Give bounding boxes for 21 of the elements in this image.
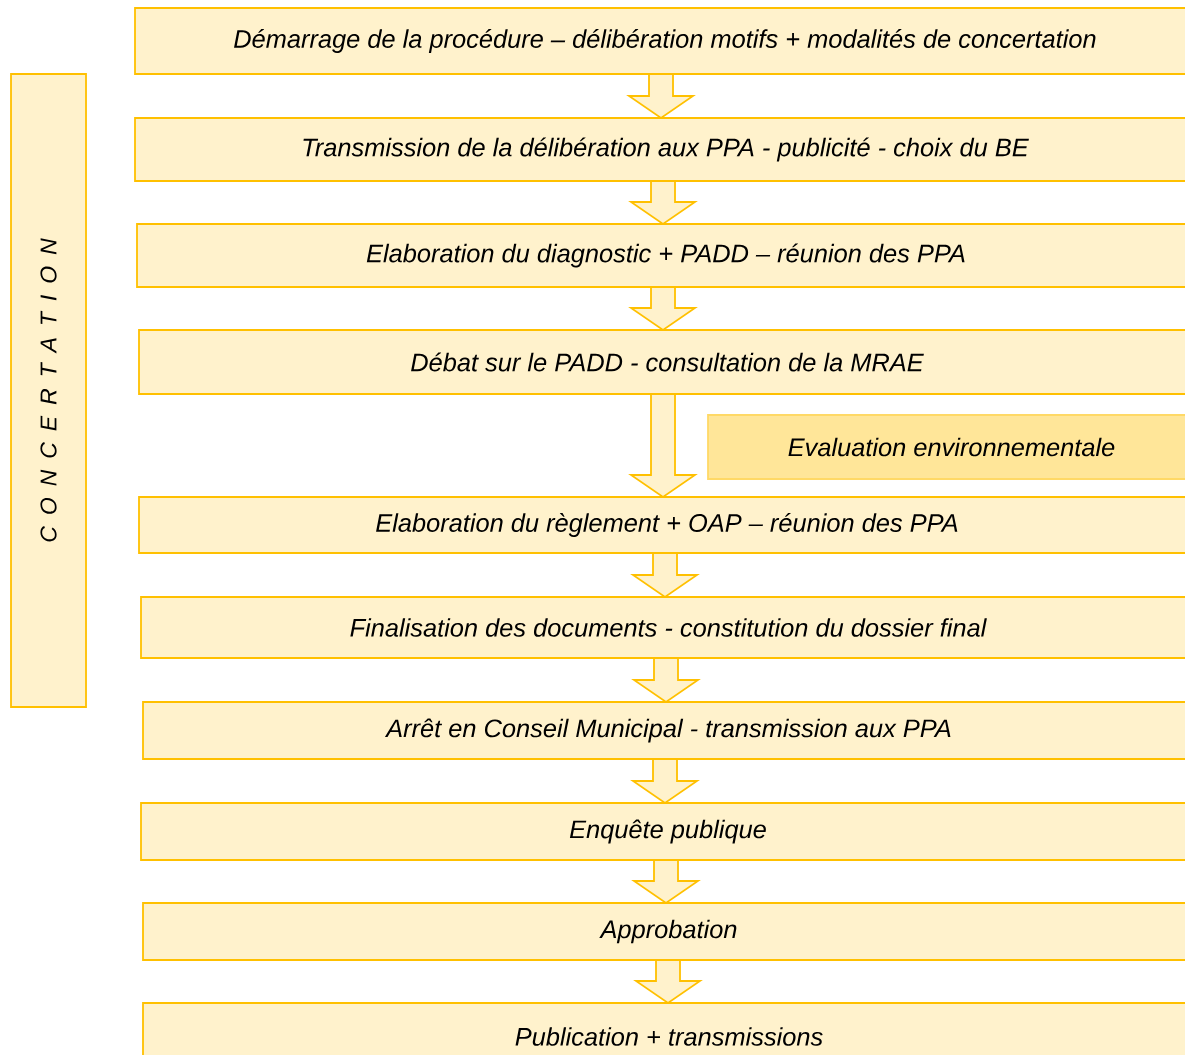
process-box: Approbation — [142, 902, 1185, 961]
process-box: Enquête publique — [140, 802, 1185, 861]
block-arrow — [628, 393, 698, 499]
process-box: Publication + transmissions — [142, 1002, 1185, 1055]
process-box: Débat sur le PADD - consultation de la MRAE — [138, 329, 1185, 395]
process-box: Evaluation environnementale — [707, 414, 1185, 480]
process-box: Elaboration du règlement + OAP – réunion des PPA — [138, 496, 1185, 554]
process-box: Elaboration du diagnostic + PADD – réunion des PPA — [136, 223, 1185, 288]
block-arrow — [626, 73, 696, 120]
process-box: Transmission de la délibération aux PPA - publicité - choix du BE — [134, 117, 1185, 182]
process-box: Arrêt en Conseil Municipal - transmission aux PPA — [142, 701, 1185, 760]
block-arrow — [630, 552, 700, 599]
block-arrow — [631, 657, 701, 704]
block-arrow — [631, 859, 701, 905]
process-box: Finalisation des documents - constitution du dossier final — [140, 596, 1185, 659]
block-arrow — [633, 959, 703, 1005]
side-band: C O N C E R T A T I O N — [10, 73, 87, 708]
block-arrow — [630, 758, 700, 805]
process-box: Démarrage de la procédure – délibération motifs + modalités de concertation — [134, 7, 1185, 75]
block-arrow — [628, 180, 698, 226]
block-arrow — [628, 286, 698, 332]
